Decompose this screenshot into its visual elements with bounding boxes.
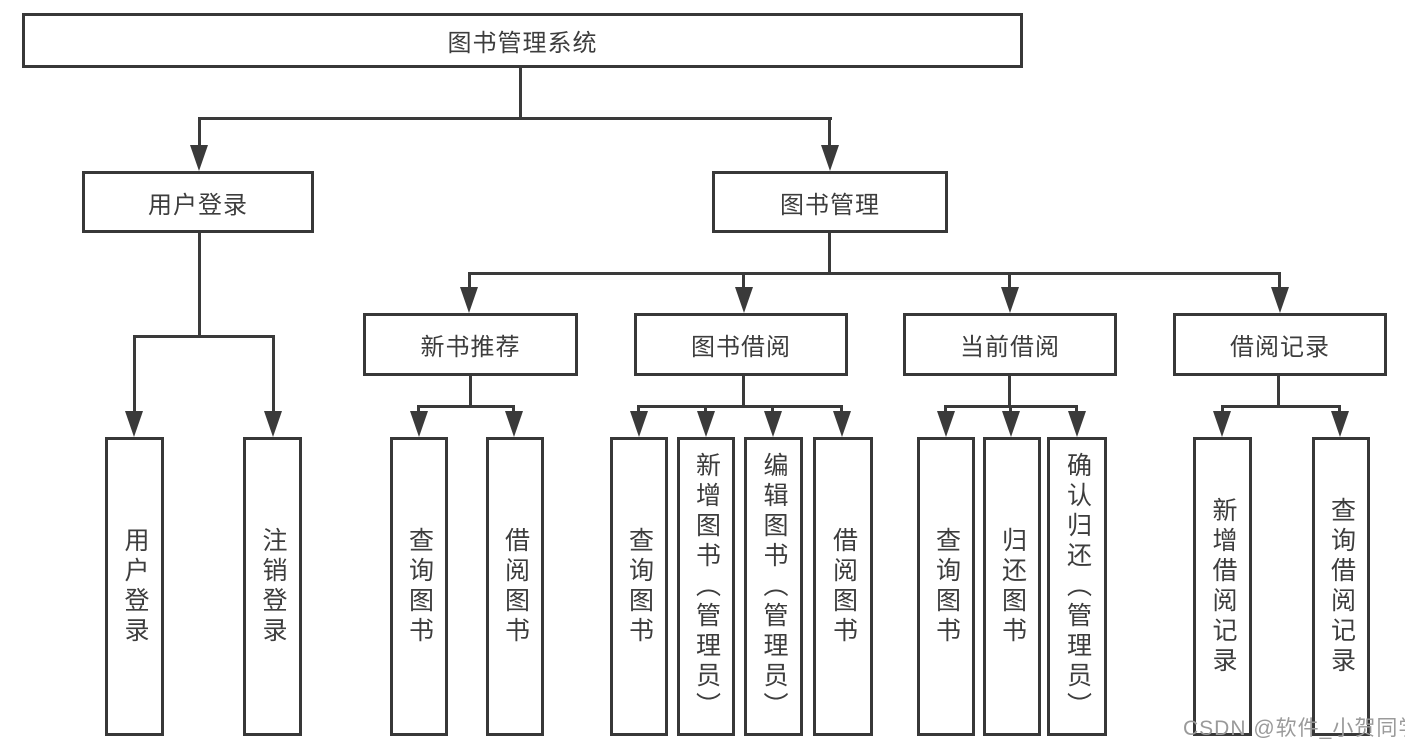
node-label: 借阅记录: [1230, 334, 1330, 361]
node-borrowing-records: 借阅记录: [1173, 313, 1387, 376]
connector-line: [469, 374, 472, 407]
node-label: 归还图书: [998, 526, 1027, 647]
node-label: 当前借阅: [960, 334, 1060, 361]
node-label: 新书推荐: [420, 334, 521, 361]
arrow-down-icon: [937, 411, 955, 437]
connector-line: [519, 66, 522, 119]
node-label: 新增图书（管理员）: [692, 451, 721, 722]
node-label: 借阅图书: [501, 526, 530, 647]
connector-line: [133, 335, 274, 338]
arrow-down-icon: [1001, 287, 1019, 313]
connector-line: [828, 117, 831, 149]
node-book-management: 图书管理: [712, 171, 948, 233]
connector-line: [1278, 272, 1281, 290]
node-borrow-books-recommend: 借阅图书: [486, 437, 544, 736]
node-label: 图书管理系统: [447, 30, 598, 57]
connector-line: [198, 117, 201, 149]
node-current-borrowing: 当前借阅: [903, 313, 1117, 376]
connector-line: [468, 272, 471, 290]
arrow-down-icon: [735, 287, 753, 313]
arrow-down-icon: [505, 411, 523, 437]
node-borrow-books: 借阅图书: [813, 437, 873, 736]
connector-line: [133, 335, 136, 413]
arrow-down-icon: [190, 145, 208, 171]
node-label: 图书借阅: [691, 334, 791, 361]
connector-line: [742, 374, 745, 407]
node-label: 查询图书: [932, 526, 961, 647]
arrow-down-icon: [1002, 411, 1020, 437]
node-library-system: 图书管理系统: [22, 13, 1023, 68]
arrow-down-icon: [410, 411, 428, 437]
arrow-down-icon: [125, 411, 143, 437]
connector-line: [198, 117, 832, 120]
node-add-books-admin: 新增图书（管理员）: [677, 437, 735, 736]
node-user-login-branch: 用户登录: [82, 171, 314, 233]
connector-line: [742, 272, 745, 290]
connector-line: [828, 231, 831, 275]
node-label: 图书管理: [780, 191, 880, 219]
arrow-down-icon: [1271, 287, 1289, 313]
arrow-down-icon: [264, 411, 282, 437]
node-confirm-return-admin: 确认归还（管理员）: [1047, 437, 1107, 736]
node-label: 编辑图书（管理员）: [760, 451, 788, 722]
arrow-down-icon: [1068, 411, 1086, 437]
node-label: 查询图书: [405, 526, 434, 647]
connector-line: [198, 231, 201, 338]
node-return-books: 归还图书: [983, 437, 1041, 736]
node-label: 用户登录: [148, 191, 248, 219]
node-logout: 注销登录: [243, 437, 302, 736]
connector-line: [272, 335, 275, 413]
connector-line: [417, 405, 515, 408]
node-label: 借阅图书: [829, 526, 858, 647]
arrow-down-icon: [821, 145, 839, 171]
node-query-books-current: 查询图书: [917, 437, 975, 736]
connector-line: [1008, 272, 1011, 290]
connector-line: [638, 405, 843, 408]
csdn-watermark: CSDN @软件_小贺同学: [1183, 717, 1405, 740]
node-query-books-recommend: 查询图书: [390, 437, 448, 736]
arrow-down-icon: [630, 411, 648, 437]
arrow-down-icon: [833, 411, 851, 437]
node-label: 查询借阅记录: [1327, 496, 1356, 677]
arrow-down-icon: [460, 287, 478, 313]
node-label: 新增借阅记录: [1209, 496, 1237, 677]
node-user-login-leaf: 用户登录: [105, 437, 164, 736]
arrow-down-icon: [697, 411, 715, 437]
node-query-books-borrowing: 查询图书: [610, 437, 668, 736]
node-add-borrow-record: 新增借阅记录: [1193, 437, 1252, 736]
connector-line: [1008, 374, 1011, 407]
connector-line: [468, 272, 1281, 275]
arrow-down-icon: [764, 411, 782, 437]
arrow-down-icon: [1331, 411, 1349, 437]
connector-line: [1221, 405, 1341, 408]
node-label: 查询图书: [625, 526, 654, 647]
node-label: 确认归还（管理员）: [1063, 451, 1092, 722]
node-query-borrow-record: 查询借阅记录: [1312, 437, 1370, 736]
node-edit-books-admin: 编辑图书（管理员）: [744, 437, 803, 736]
arrow-down-icon: [1213, 411, 1231, 437]
node-label: 注销登录: [259, 526, 287, 647]
node-label: 用户登录: [121, 526, 149, 647]
node-new-book-recommendation: 新书推荐: [363, 313, 578, 376]
node-book-borrowing: 图书借阅: [634, 313, 848, 376]
connector-line: [1277, 374, 1280, 407]
